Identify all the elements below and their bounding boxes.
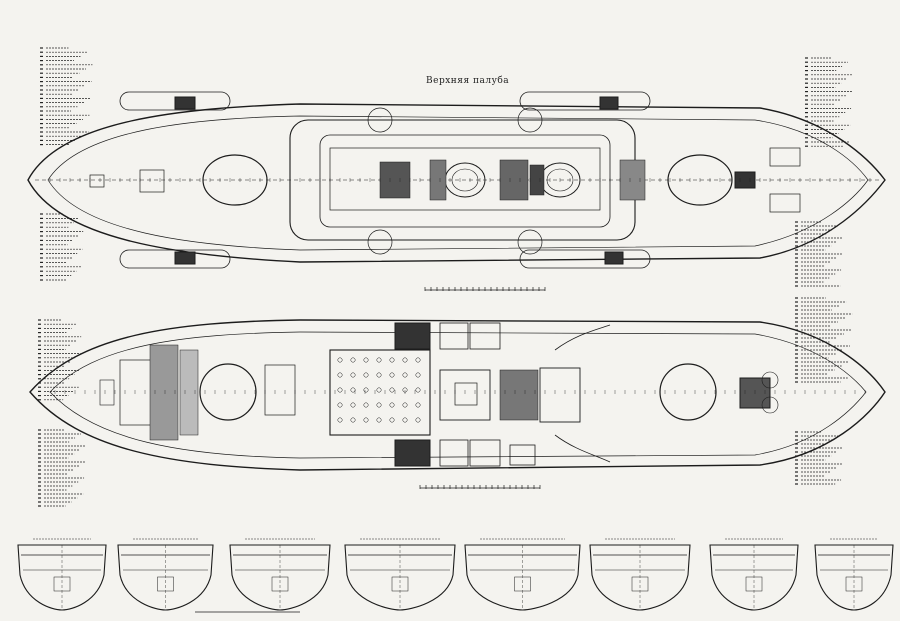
turret-forward [667,154,733,206]
cross-section-2 [117,538,214,611]
deck-title: Верхняя палуба [425,76,511,86]
upper-hull-outline [27,103,886,263]
lower-scale-bar [419,485,541,489]
notes-lower-left-2 [38,429,86,507]
lower-deck-plan [29,319,886,471]
notes-upper-right-2 [795,221,843,287]
engine-room [329,349,431,436]
notes-upper-left [40,47,93,146]
notes-lower-right-2 [795,431,843,485]
lower-frame-stations [54,390,866,394]
lower-turret-forward [659,363,717,421]
cross-sections [17,538,894,611]
cross-section-5 [464,538,581,611]
upper-frame-stations [49,178,871,182]
lower-hull-outline [29,319,886,471]
upper-scale-bar [424,287,546,291]
notes-upper-right [805,57,853,147]
cross-section-3 [229,538,331,611]
annotation-notes [38,47,853,507]
cross-section-4 [344,538,456,611]
turret-aft [202,154,268,206]
notes-lower-left [38,319,82,401]
lower-turret-aft [199,363,257,421]
cross-section-6 [589,538,691,611]
cross-section-7 [709,538,799,611]
notes-lower-right [795,297,853,383]
cross-section-1 [17,538,107,611]
cross-section-8 [814,538,894,611]
engine-room-grid [337,357,421,423]
upper-deck-plan [27,91,886,269]
notes-upper-left-2 [40,213,84,281]
